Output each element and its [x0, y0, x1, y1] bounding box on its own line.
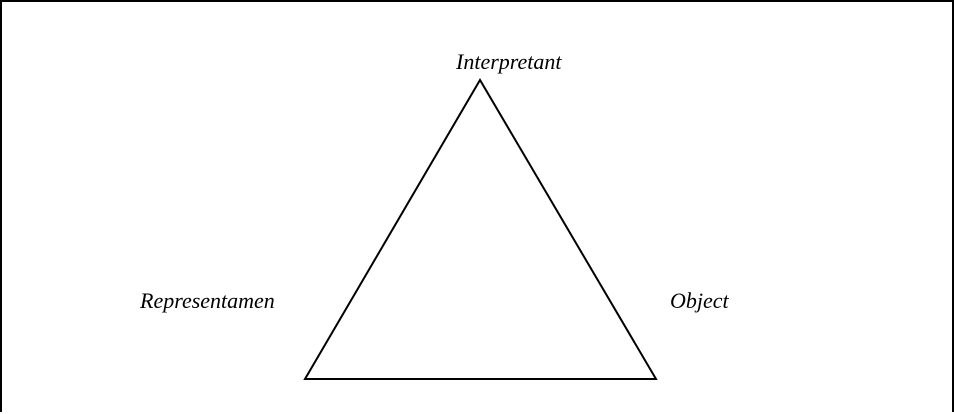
node-label-interpretant: Interpretant — [456, 49, 562, 74]
node-label-object: Object — [670, 288, 729, 313]
node-label-representamen: Representamen — [140, 288, 275, 313]
triangle-shape — [303, 78, 658, 380]
